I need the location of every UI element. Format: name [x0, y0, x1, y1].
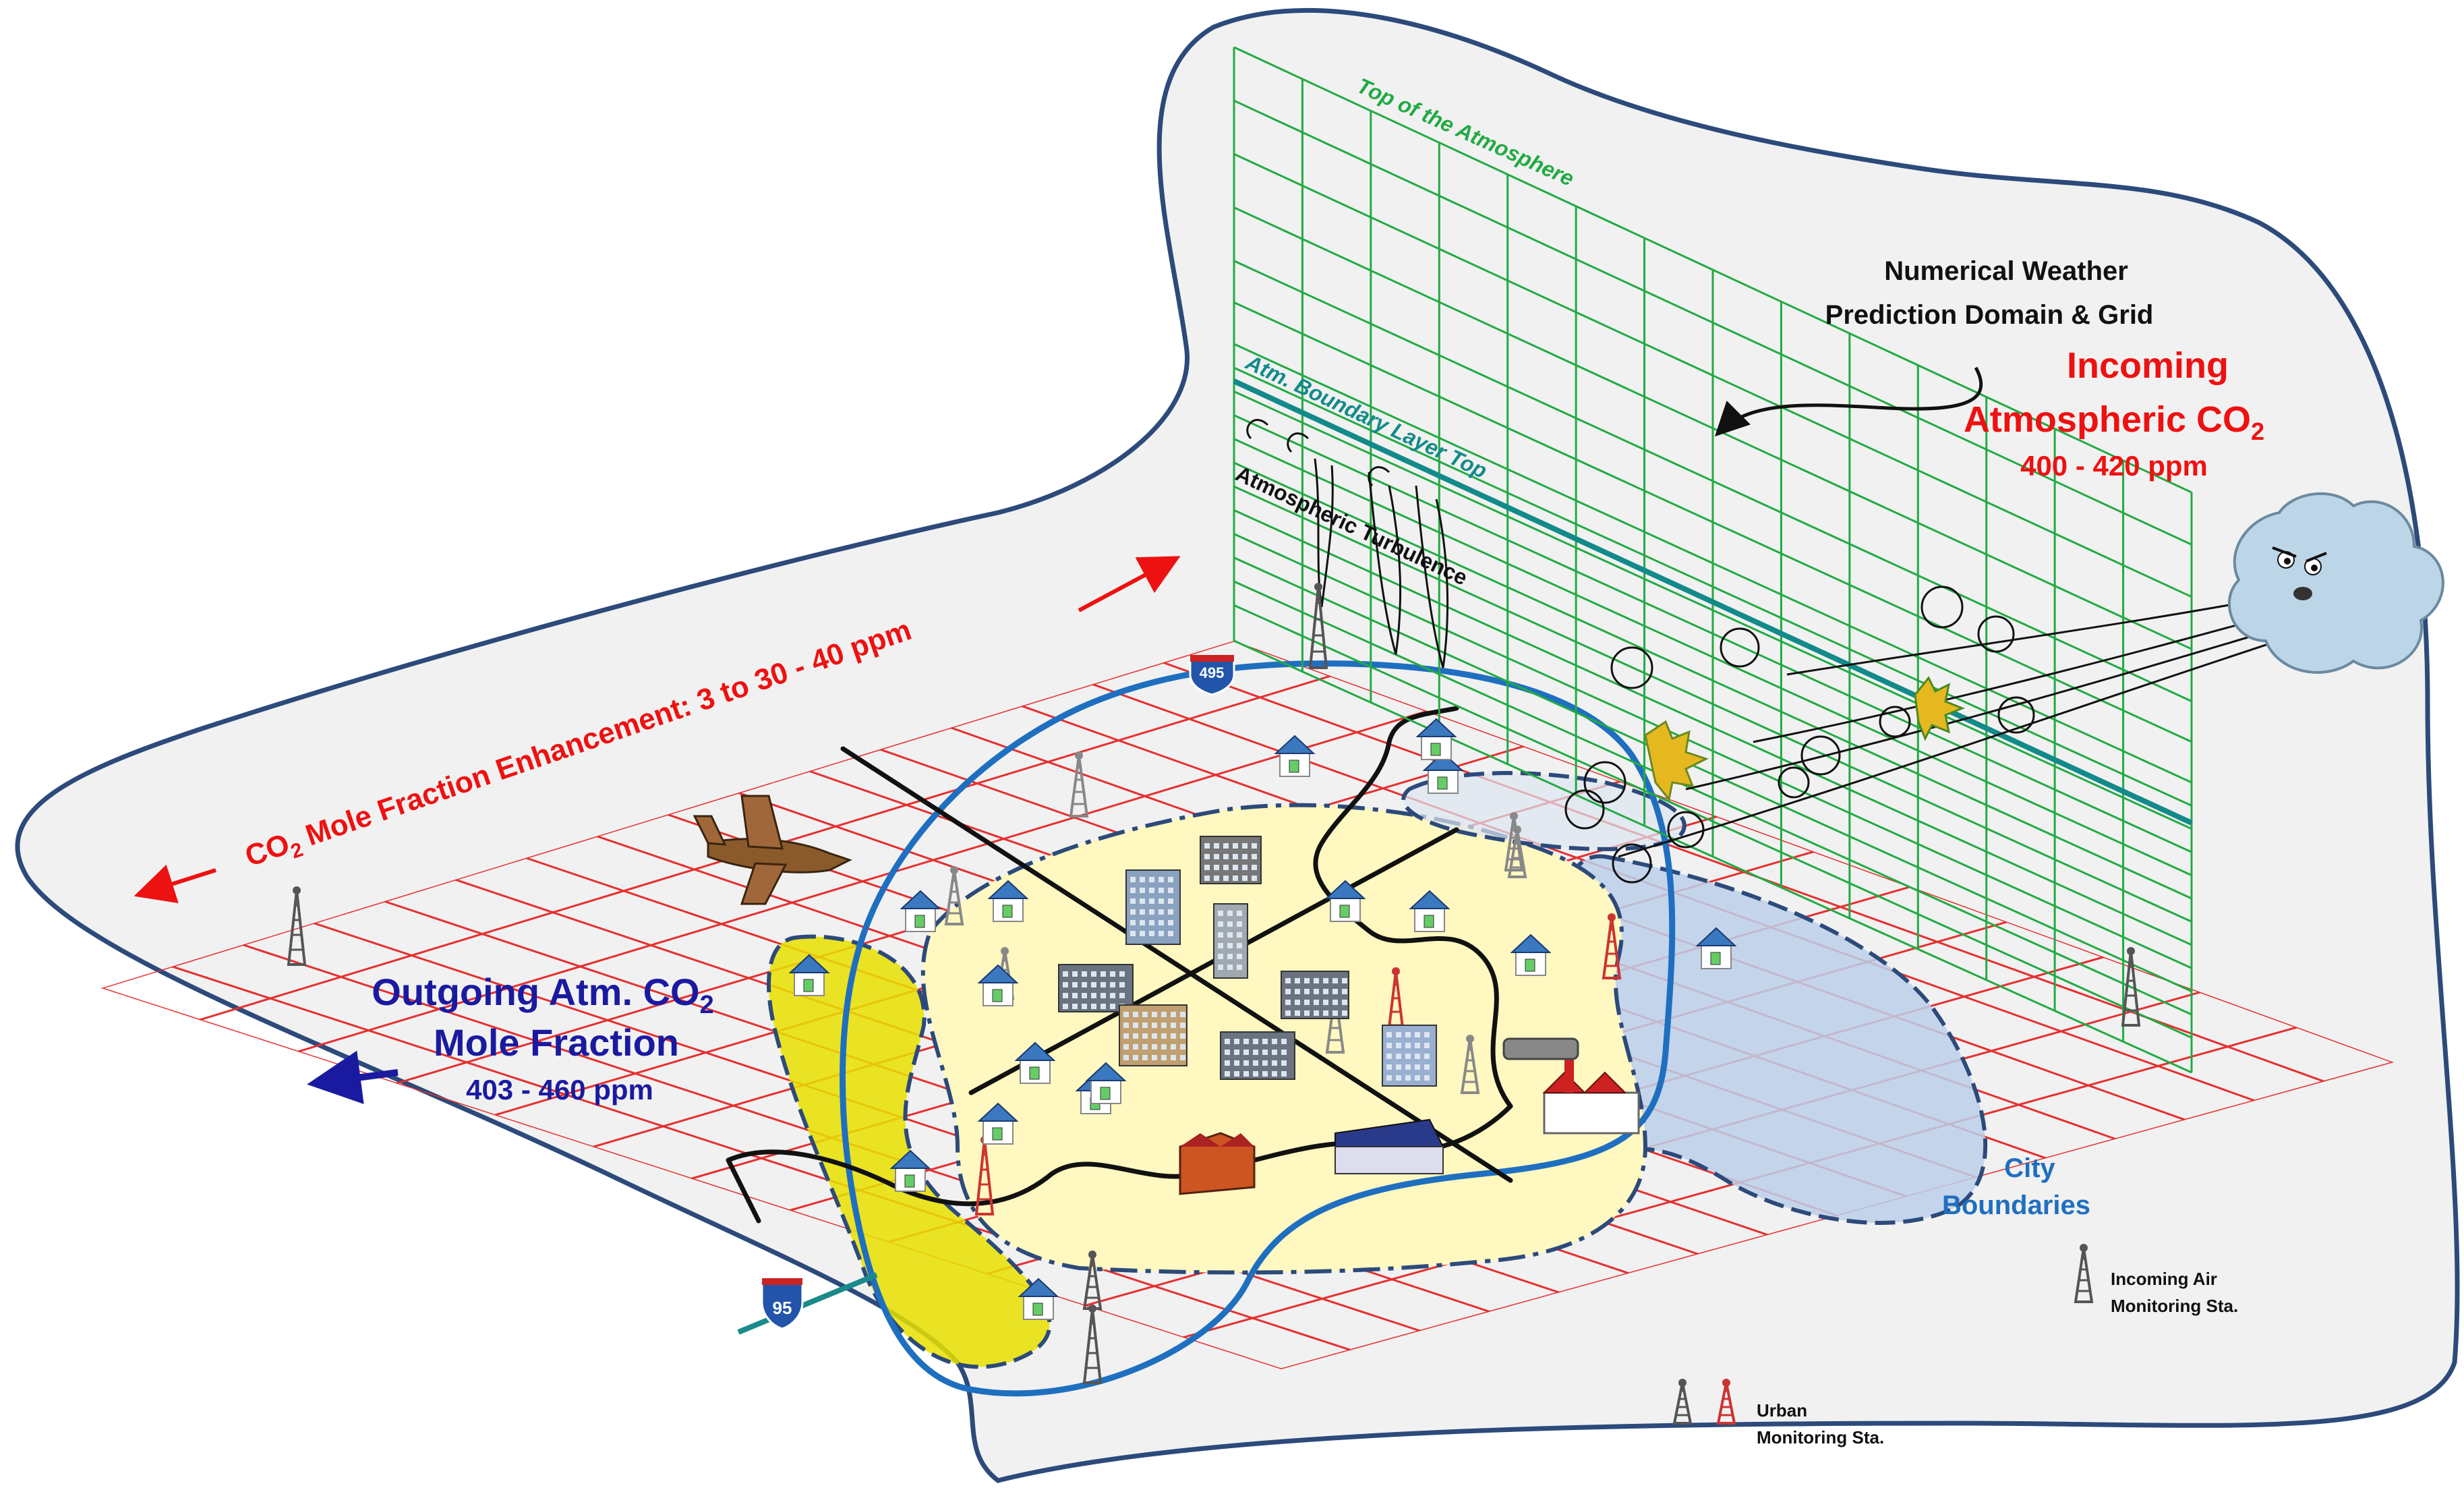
leaf-icon: [1644, 676, 1966, 802]
house-icon: [1018, 1278, 1059, 1320]
nwp-label-line1: Numerical Weather: [1884, 256, 2128, 286]
office-building-icon: [1220, 1031, 1295, 1080]
outgoing-line1-prefix: Outgoing Atm. CO: [372, 971, 699, 1013]
outgoing-line1-sub: 2: [700, 991, 714, 1019]
wall-grid-line: [1233, 46, 2192, 494]
city-boundaries-line2: Boundaries: [1942, 1191, 2090, 1220]
wall-grid-line: [1233, 509, 2192, 946]
monitoring-tower-icon: [2074, 1244, 2094, 1303]
wall-grid-line: [1233, 206, 2192, 650]
house-icon: [977, 964, 1019, 1006]
monitoring-tower-icon: [1082, 1251, 1103, 1310]
house-icon: [1324, 880, 1366, 922]
office-building-icon: [1281, 971, 1349, 1019]
ground-grid-line: [297, 710, 1428, 1053]
wall-grid-line: [1233, 580, 2192, 1016]
wall-grid-line: [1233, 556, 2192, 992]
incoming-co2-range: 400 - 420 ppm: [2020, 450, 2208, 482]
highway-495-label: 495: [1200, 664, 1225, 681]
office-building-icon: [1125, 869, 1181, 945]
aircraft-icon: [693, 795, 852, 905]
wind-cloud-icon: [2227, 492, 2444, 674]
boundary-layer-line: [1233, 378, 2193, 826]
highway-95-label: 95: [773, 1298, 792, 1318]
monitoring-tower-icon: [944, 866, 964, 925]
house-icon: [1415, 718, 1457, 760]
urban-station-line1: Urban: [1757, 1400, 1807, 1421]
monitoring-tower-icon: [1602, 913, 1622, 979]
office-building-icon: [1119, 1004, 1187, 1066]
house-icon: [1422, 751, 1464, 794]
incoming-air-station-line1: Incoming Air: [2111, 1269, 2217, 1289]
incoming-co2-title-line2: Atmospheric CO2: [1964, 399, 2264, 445]
monitoring-tower-icon: [1069, 751, 1089, 818]
office-building-icon: [1213, 903, 1248, 979]
house-icon: [900, 890, 941, 932]
monitoring-tower-icon: [1308, 583, 1328, 669]
nwp-label-line2: Prediction Domain & Grid: [1825, 300, 2154, 330]
red-factory-icon: [1179, 1132, 1256, 1195]
upper-zone: [1401, 771, 1686, 851]
wall-grid-line: [1233, 153, 2192, 598]
house-icon: [1510, 934, 1552, 976]
wall-grid-line: [1233, 302, 2192, 743]
wall-grid-line: [1233, 391, 2192, 830]
office-building-icon: [1382, 1025, 1437, 1087]
monitoring-towers: [287, 583, 2141, 1425]
outgoing-range: 403 - 460 ppm: [466, 1074, 653, 1106]
factory-icon: [1502, 1037, 1640, 1135]
monitoring-tower-icon: [1716, 1379, 1736, 1425]
monitoring-tower-icon: [1672, 1379, 1693, 1425]
incoming-co2-title-line1: Incoming: [2067, 345, 2229, 386]
house-icon: [1274, 735, 1316, 777]
monitoring-tower-icon: [1507, 826, 1527, 878]
house-icon: [1014, 1041, 1056, 1084]
incoming-air-station-line2: Monitoring Sta.: [2111, 1296, 2238, 1316]
wall-grid-line: [1233, 414, 2192, 853]
house-icon: [1695, 927, 1737, 969]
monitoring-tower-icon: [287, 886, 307, 966]
highway-495: 495: [1189, 655, 1235, 696]
incoming-co2-title-sub: 2: [2251, 418, 2264, 445]
buildings: [1058, 836, 1437, 1087]
wall-grid-line: [1233, 533, 2192, 969]
outgoing-line1: Outgoing Atm. CO2: [372, 971, 713, 1019]
outgoing-arrow: [307, 1050, 399, 1104]
wall-grid-line: [1233, 485, 2192, 923]
incoming-co2-title-prefix: Atmospheric CO: [1964, 399, 2251, 440]
wall-grid-line: [1233, 639, 2192, 1074]
highway-95: 95: [737, 1272, 878, 1335]
house-icon: [987, 880, 1029, 922]
houses: [788, 718, 1737, 1320]
wall-grid-line: [1233, 260, 2192, 702]
wall-grid-line: [1233, 604, 2192, 1039]
nwp-grid-wall: [1233, 46, 2193, 1074]
enhancement-arrow-right: [1078, 556, 1181, 612]
wall-grid-line: [1233, 99, 2192, 546]
enhancement-arrow-left: [134, 864, 216, 904]
wall-grid-line: [1233, 366, 2192, 807]
office-building-icon: [1200, 836, 1262, 884]
house-icon: [788, 954, 830, 996]
monitoring-tower-icon: [1460, 1035, 1480, 1094]
house-icon: [1409, 890, 1450, 932]
house-icon: [977, 1102, 1019, 1145]
urban-station-line2: Monitoring Sta.: [1757, 1427, 1884, 1448]
office-building-icon: [1058, 964, 1134, 1012]
house-icon: [1085, 1062, 1127, 1104]
monitoring-tower-icon: [2121, 947, 2141, 1027]
city-boundaries-line1: City: [2004, 1153, 2055, 1183]
nwp-pointer-arrow: [1714, 366, 1983, 437]
wall-grid-line: [1233, 461, 2192, 900]
house-icon: [889, 1149, 931, 1192]
warehouse-icon: [1334, 1118, 1444, 1174]
outgoing-line2: Mole Fraction: [434, 1021, 679, 1064]
